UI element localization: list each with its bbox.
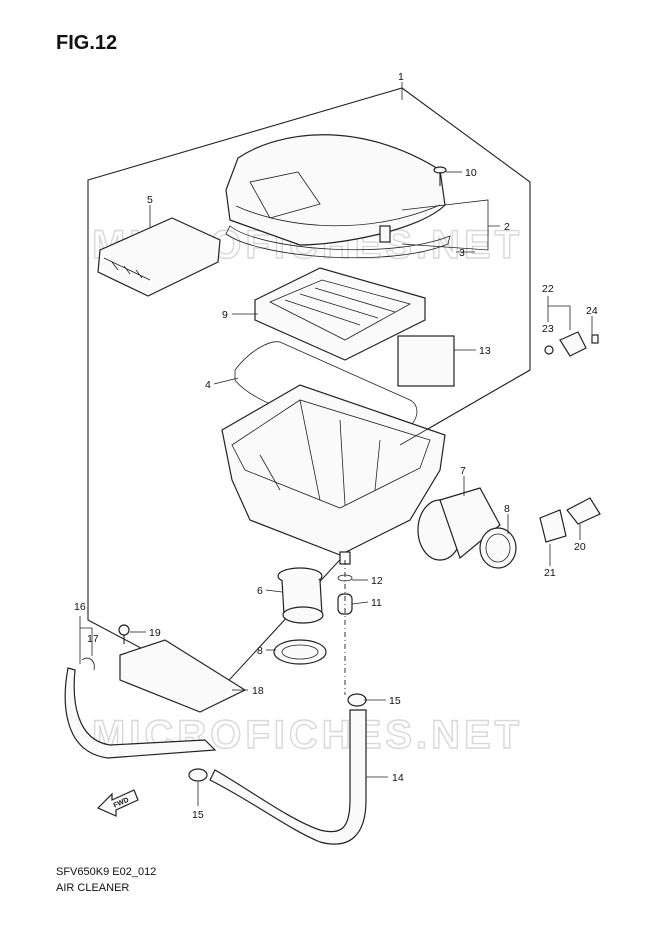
callout-17: 17 <box>87 633 99 645</box>
figure-title: FIG.12 <box>56 32 118 54</box>
hose-clamp-upper <box>347 693 367 707</box>
breather-hose-upper <box>64 667 217 759</box>
callout-19: 19 <box>149 627 161 639</box>
pressure-sensor <box>544 331 599 357</box>
callout-1: 1 <box>398 71 404 83</box>
callout-12: 12 <box>371 575 383 587</box>
cover-bolt <box>118 624 130 644</box>
callout-numbers: 1 2 3 4 5 6 7 8 8 9 10 11 12 13 14 15 15… <box>74 71 598 821</box>
air-filter-element <box>97 217 221 297</box>
intake-funnel <box>277 567 324 624</box>
callout-16: 16 <box>74 601 86 613</box>
cover-gasket <box>225 225 451 259</box>
callout-3: 3 <box>459 247 465 259</box>
callout-15b: 15 <box>192 809 204 821</box>
callout-11: 11 <box>371 597 382 609</box>
callout-24: 24 <box>586 305 598 317</box>
cover-screw <box>433 166 447 186</box>
forward-arrow-icon: FWD <box>96 789 139 817</box>
intake-duct <box>417 487 501 561</box>
callout-13: 13 <box>479 345 491 357</box>
callout-8b: 8 <box>257 645 263 657</box>
sensor-bracket <box>539 497 601 543</box>
lower-cover <box>119 639 247 713</box>
air-cleaner-cover <box>225 134 446 246</box>
callout-8: 8 <box>504 503 510 515</box>
callout-22: 22 <box>542 283 554 295</box>
figure-caption: AIR CLEANER <box>56 882 130 894</box>
air-cleaner-case <box>221 384 446 565</box>
callout-10: 10 <box>465 167 477 179</box>
callout-4: 4 <box>205 379 211 391</box>
sensor-box <box>397 335 455 387</box>
callout-15: 15 <box>389 695 401 707</box>
callout-14: 14 <box>392 772 404 784</box>
callout-18: 18 <box>252 685 264 697</box>
clamp-lower-inner <box>281 644 319 660</box>
hose-joint <box>81 657 95 671</box>
clamp-lower <box>273 639 327 665</box>
clamp-upper-inner <box>485 533 511 563</box>
callout-23: 23 <box>542 323 554 335</box>
callout-5: 5 <box>147 194 153 206</box>
callout-6: 6 <box>257 585 263 597</box>
hose-clamp-lower <box>188 768 208 782</box>
callout-21: 21 <box>544 567 556 579</box>
leader-lines <box>79 171 593 806</box>
callout-2: 2 <box>504 221 510 233</box>
figure-code: SFV650K9 E02_012 <box>56 866 157 878</box>
clamp-upper <box>479 527 517 569</box>
callout-7: 7 <box>460 465 466 477</box>
callout-20: 20 <box>574 541 586 553</box>
callout-9: 9 <box>222 309 228 321</box>
air-filter <box>254 267 426 361</box>
drain-hose <box>209 709 367 845</box>
